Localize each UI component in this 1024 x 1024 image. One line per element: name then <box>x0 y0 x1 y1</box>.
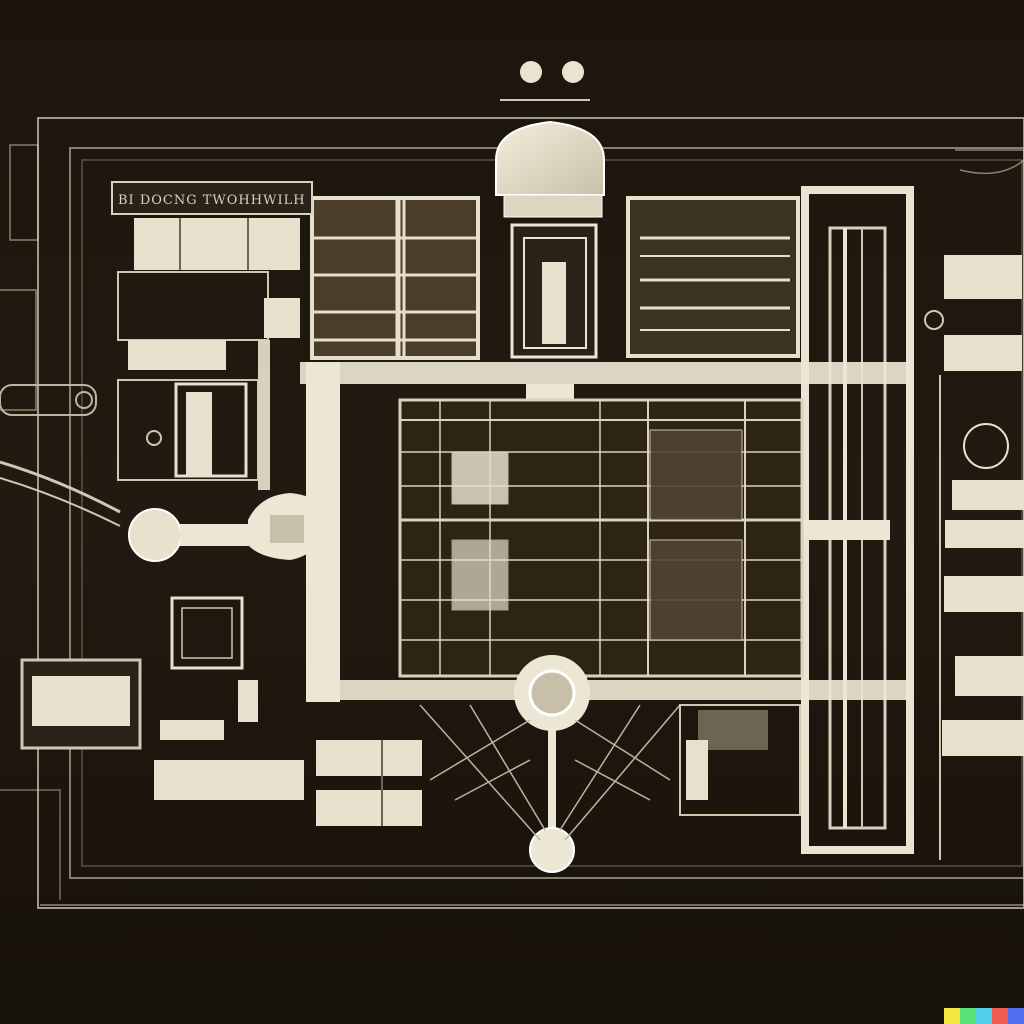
color-watermark <box>944 1008 1024 1024</box>
left-machinery: BI DOCNG TWOHHWILH <box>0 181 422 826</box>
panel-label: BI DOCNG TWOHHWILH <box>118 193 306 208</box>
upper-right-window <box>626 196 800 358</box>
lower-right-detail <box>679 704 801 816</box>
right-tower <box>790 186 914 854</box>
right-machinery <box>924 255 1024 860</box>
upper-left-window <box>310 196 480 360</box>
central-grid-hall <box>398 398 804 678</box>
central-cupola <box>495 120 605 359</box>
central-hub <box>419 655 681 873</box>
top-knobs <box>500 61 590 101</box>
